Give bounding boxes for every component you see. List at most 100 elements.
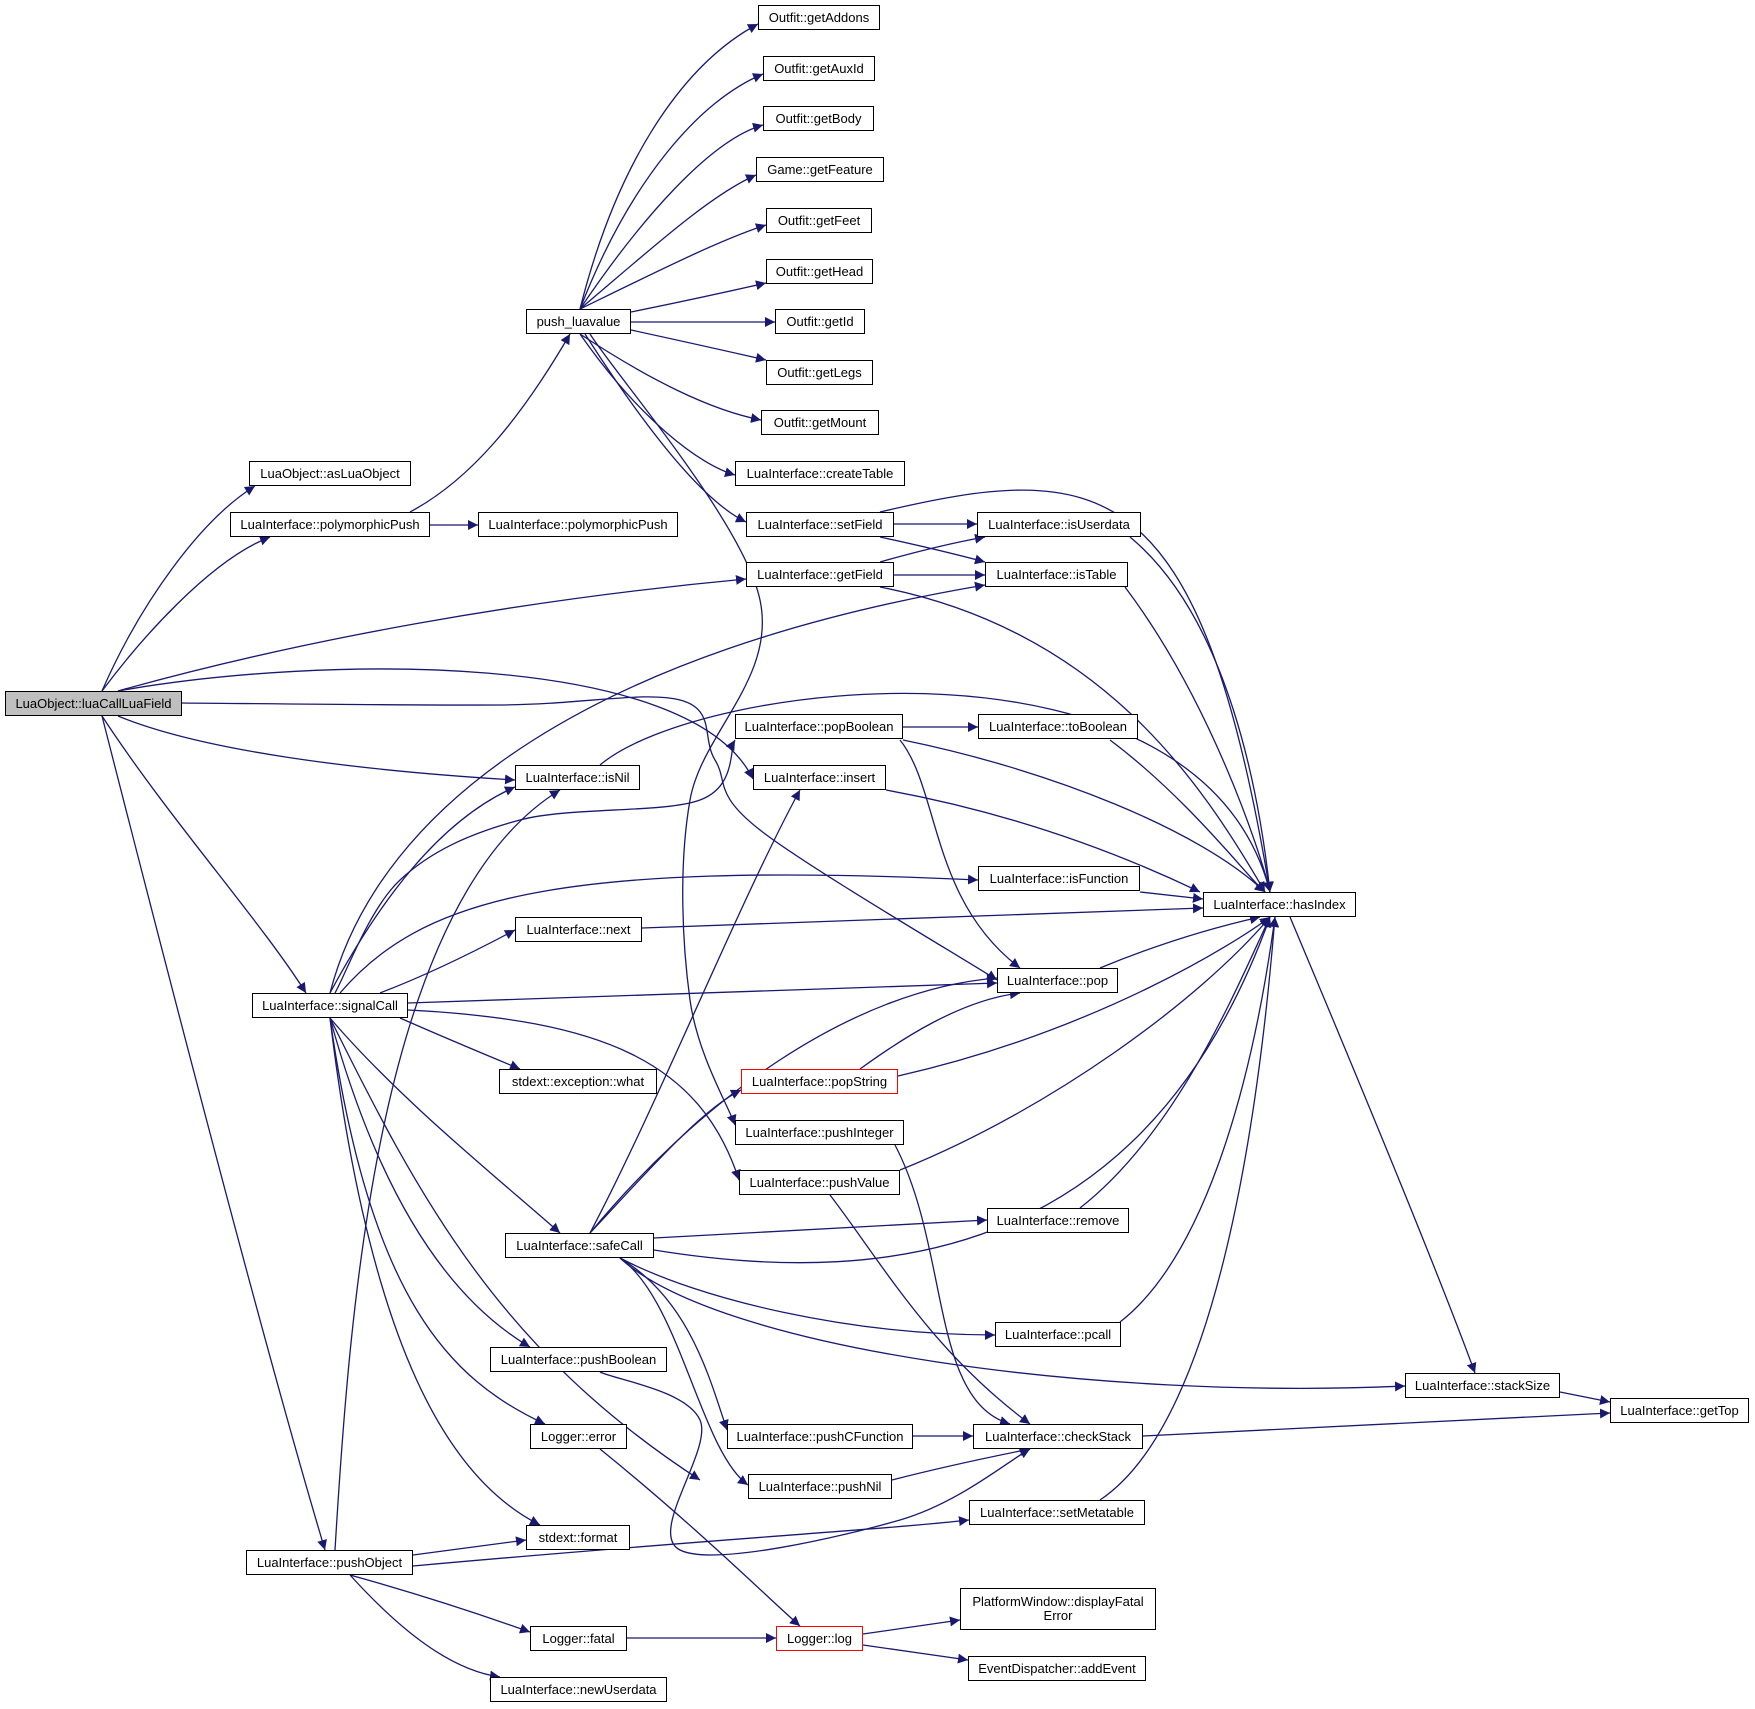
edge-luaCallLuaField-to-isNil: [117, 715, 516, 785]
graph-node-push-nil[interactable]: LuaInterface::pushNil: [748, 1474, 892, 1499]
edge-popBoolean-to-pop: [899, 739, 1021, 969]
graph-node-as-lua-object[interactable]: LuaObject::asLuaObject: [249, 461, 411, 486]
graph-node-get-mount[interactable]: Outfit::getMount: [761, 410, 879, 435]
graph-node-display-fatal-error[interactable]: PlatformWindow::displayFatal Error: [960, 1588, 1156, 1630]
graph-node-push-integer[interactable]: LuaInterface::pushInteger: [735, 1120, 904, 1145]
graph-node-get-feature[interactable]: Game::getFeature: [756, 157, 884, 182]
graph-node-is-userdata[interactable]: LuaInterface::isUserdata: [977, 512, 1141, 537]
edge-safeCall-to-insert: [589, 789, 801, 1234]
edge-loggerLog-to-displayFatalError: [862, 1616, 961, 1635]
edge-push_luavalue-to-getLegs: [630, 329, 767, 363]
graph-node-exception-what[interactable]: stdext::exception::what: [499, 1069, 657, 1094]
edge-safeCall-to-pushNil: [619, 1257, 749, 1486]
graph-node-logger-error[interactable]: Logger::error: [530, 1424, 627, 1449]
edge-safeCall-to-pushCFunction: [619, 1257, 729, 1431]
edge-loggerLog-to-addEvent: [862, 1644, 969, 1664]
graph-node-pcall[interactable]: LuaInterface::pcall: [995, 1322, 1121, 1347]
edge-pcall-to-hasIndex: [1119, 916, 1279, 1323]
graph-node-pop-string[interactable]: LuaInterface::popString: [741, 1069, 898, 1094]
edge-signalCall-to-isNil: [329, 786, 516, 994]
edge-signalCall-to-isTable: [329, 581, 986, 994]
graph-node-push-object[interactable]: LuaInterface::pushObject: [246, 1550, 413, 1575]
graph-node-insert[interactable]: LuaInterface::insert: [753, 765, 886, 790]
graph-node-new-userdata[interactable]: LuaInterface::newUserdata: [490, 1677, 667, 1702]
graph-node-create-table[interactable]: LuaInterface::createTable: [735, 461, 905, 486]
graph-node-next[interactable]: LuaInterface::next: [515, 917, 642, 942]
graph-node-get-legs[interactable]: Outfit::getLegs: [766, 360, 873, 385]
edge-luaCallLuaField-to-insert: [117, 668, 754, 780]
edge-push_luavalue-to-getFeature: [579, 174, 757, 310]
graph-node-logger-fatal[interactable]: Logger::fatal: [530, 1626, 627, 1651]
edge-pushObject-to-loggerFatal: [349, 1574, 531, 1634]
graph-node-polymorphic-push1[interactable]: LuaInterface::polymorphicPush: [230, 512, 430, 537]
edge-luaCallLuaField-to-getField: [117, 574, 747, 692]
edge-push_luavalue-to-getAddons: [579, 23, 759, 310]
edge-pushInteger-to-checkStack: [894, 1144, 1011, 1426]
graph-node-add-event[interactable]: EventDispatcher::addEvent: [968, 1656, 1146, 1681]
graph-node-get-body[interactable]: Outfit::getBody: [763, 106, 874, 131]
graph-node-get-field[interactable]: LuaInterface::getField: [746, 562, 894, 587]
graph-node-push-boolean[interactable]: LuaInterface::pushBoolean: [490, 1347, 667, 1372]
edge-loggerError-to-loggerLog: [599, 1448, 801, 1627]
edge-pushObject-to-isNil: [334, 789, 561, 1551]
graph-node-get-feet[interactable]: Outfit::getFeet: [766, 208, 872, 233]
edge-luaCallLuaField-to-asLuaObject: [101, 485, 256, 692]
edge-luaCallLuaField-to-pop: [179, 696, 998, 981]
graph-node-check-stack[interactable]: LuaInterface::checkStack: [973, 1424, 1143, 1449]
graph-node-stack-size[interactable]: LuaInterface::stackSize: [1405, 1373, 1560, 1398]
graph-node-get-aux-id[interactable]: Outfit::getAuxId: [763, 56, 875, 81]
graph-node-remove[interactable]: LuaInterface::remove: [987, 1208, 1129, 1233]
edge-signalCall-to-popBoolean: [334, 739, 736, 994]
edge-push_luavalue-to-pushInteger: [589, 333, 763, 1126]
edge-hasIndex-to-stackSize: [1289, 916, 1477, 1374]
graph-node-get-id[interactable]: Outfit::getId: [775, 309, 865, 334]
edge-signalCall-to-isFunction: [339, 874, 979, 994]
edge-push_luavalue-to-createTable: [579, 333, 736, 478]
edge-signalCall-to-loggerError: [329, 1017, 546, 1425]
edge-pushValue-to-hasIndex: [899, 916, 1271, 1171]
graph-node-lua-call-lua-field[interactable]: LuaObject::luaCallLuaField: [5, 691, 182, 716]
graph-node-set-field[interactable]: LuaInterface::setField: [746, 512, 894, 537]
edge-isUserdata-to-hasIndex: [1129, 536, 1274, 893]
edge-checkStack-to-getTop: [1142, 1408, 1611, 1437]
graph-node-signal-call[interactable]: LuaInterface::signalCall: [252, 993, 408, 1018]
edge-popString-to-hasIndex: [897, 916, 1271, 1077]
edge-signalCall-to-safeCall: [329, 1017, 561, 1234]
edge-pop-to-hasIndex: [1099, 914, 1261, 969]
edge-push_luavalue-to-getBody: [579, 122, 764, 310]
graph-node-to-boolean[interactable]: LuaInterface::toBoolean: [978, 714, 1138, 739]
edge-isFunction-to-hasIndex: [1139, 891, 1204, 903]
edge-pushBoolean-to-checkStack: [599, 1371, 1031, 1556]
graph-node-is-table[interactable]: LuaInterface::isTable: [985, 562, 1128, 587]
graph-node-is-function[interactable]: LuaInterface::isFunction: [978, 866, 1140, 891]
graph-node-logger-log[interactable]: Logger::log: [776, 1626, 863, 1651]
edge-push_luavalue-to-getAuxId: [579, 73, 764, 310]
edge-polymorphicPush1-to-push_luavalue: [409, 333, 571, 513]
graph-node-pop-boolean[interactable]: LuaInterface::popBoolean: [735, 714, 903, 739]
graph-node-stdext-format[interactable]: stdext::format: [526, 1525, 630, 1550]
graph-node-pop[interactable]: LuaInterface::pop: [997, 968, 1118, 993]
graph-node-get-top[interactable]: LuaInterface::getTop: [1610, 1398, 1749, 1423]
edge-signalCall-to-exceptionWhat: [399, 1017, 521, 1070]
edge-signalCall-to-next: [379, 929, 516, 994]
edge-pushObject-to-newUserdata: [349, 1574, 501, 1681]
graph-node-get-addons[interactable]: Outfit::getAddons: [758, 5, 880, 30]
edge-signalCall-to-pushValue: [407, 1009, 741, 1181]
graph-node-has-index[interactable]: LuaInterface::hasIndex: [1203, 892, 1356, 917]
graph-node-push-luavalue[interactable]: push_luavalue: [526, 309, 631, 334]
edge-luaCallLuaField-to-polymorphicPush1: [101, 535, 271, 692]
graph-node-is-nil[interactable]: LuaInterface::isNil: [515, 765, 640, 790]
edge-insert-to-hasIndex: [885, 789, 1201, 893]
graph-node-get-head[interactable]: Outfit::getHead: [766, 259, 873, 284]
graph-node-polymorphic-push2[interactable]: LuaInterface::polymorphicPush: [478, 512, 678, 537]
edge-push_luavalue-to-getHead: [630, 280, 767, 313]
edge-popBoolean-to-hasIndex: [902, 739, 1266, 893]
edge-push_luavalue-to-getFeet: [579, 223, 767, 310]
edge-signalCall-to-pushBoolean: [329, 1017, 531, 1348]
edge-isNil-to-hasIndex: [599, 692, 1273, 893]
graph-node-push-cfunction[interactable]: LuaInterface::pushCFunction: [727, 1424, 913, 1449]
graph-node-safe-call[interactable]: LuaInterface::safeCall: [505, 1233, 654, 1258]
graph-node-push-value[interactable]: LuaInterface::pushValue: [739, 1170, 900, 1195]
graph-node-set-metatable[interactable]: LuaInterface::setMetatable: [969, 1500, 1145, 1525]
